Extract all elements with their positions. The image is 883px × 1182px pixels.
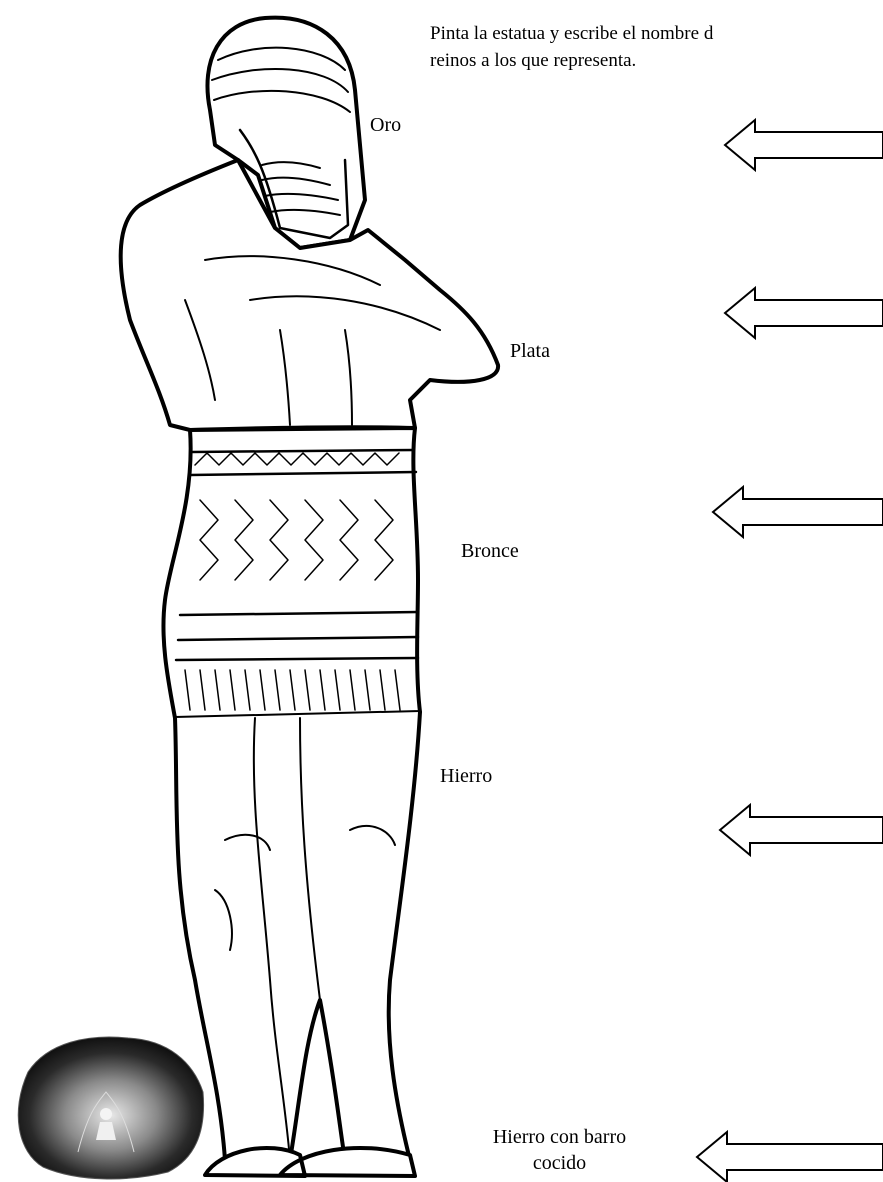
label-barro-line-2: cocido	[462, 1150, 657, 1176]
arrow-oro-icon	[725, 120, 883, 170]
label-bronce: Bronce	[461, 538, 519, 564]
arrow-plata-icon	[725, 288, 883, 338]
label-plata: Plata	[510, 338, 550, 364]
label-barro-line-1: Hierro con barro	[462, 1124, 657, 1150]
arrow-hierro-icon	[720, 805, 883, 855]
label-hierro-con-barro: Hierro con barro cocido	[462, 1124, 657, 1176]
arrow-bronce-icon	[713, 487, 883, 537]
label-hierro: Hierro	[440, 763, 492, 789]
arrow-barro-icon	[697, 1132, 883, 1182]
stone-illustration	[8, 1032, 206, 1182]
statue-legs	[175, 712, 420, 1160]
label-oro: Oro	[370, 112, 401, 138]
